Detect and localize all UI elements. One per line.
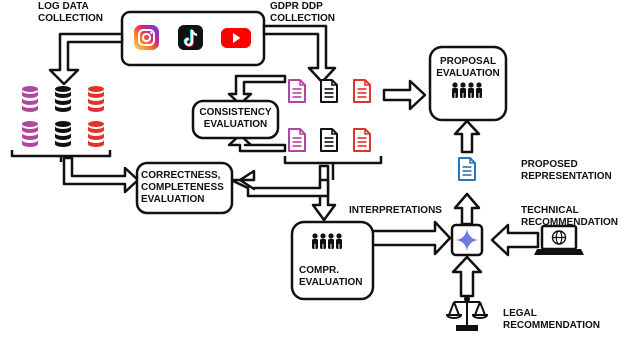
proposed-representation-label: PROPOSED REPRESENTATION: [521, 159, 612, 182]
laptop-globe-icon: [534, 224, 584, 255]
document-icon: [288, 79, 306, 103]
correctness-evaluation-box: [135, 161, 234, 215]
gdpr-ddp-collection-label: GDPR DDP COLLECTION: [270, 1, 335, 24]
technical-recommendation-label: TECHNICAL RECOMMENDATION: [521, 205, 619, 228]
proposal-evaluation-box: [428, 45, 508, 122]
youtube-icon: [221, 28, 251, 48]
proposal-evaluation-label: PROPOSAL EVALUATION: [436, 56, 500, 79]
arrow-correctness-to-interpretations: [229, 169, 330, 198]
tiktok-icon: [178, 25, 203, 50]
consistency-evaluation-label: CONSISTENCY EVALUATION: [199, 107, 272, 130]
proposed-representation-document-icon: [458, 157, 476, 181]
compr-evaluation-label: COMPR. EVALUATION: [299, 265, 363, 288]
arrow-gemini-to-document: [453, 192, 481, 226]
database-icon: [55, 86, 71, 112]
document-icon: [353, 79, 371, 103]
arrow-document-to-proposal: [453, 119, 481, 154]
database-icon: [88, 121, 104, 147]
log-database-group: [22, 86, 104, 147]
log-data-collection-label: LOG DATA COLLECTION: [38, 1, 103, 24]
document-icon: [320, 79, 338, 103]
gdpr-document-group: [288, 79, 371, 152]
gdpr-docs-bracket: [283, 156, 383, 168]
document-icon: [353, 128, 371, 152]
database-icon: [22, 86, 38, 112]
log-data-bracket: [10, 150, 112, 162]
gemini-ai-icon: [450, 223, 484, 257]
arrow-docs-to-consistency-top: [227, 74, 287, 106]
consistency-evaluation-box: [191, 99, 280, 140]
document-icon: [288, 128, 306, 152]
scales-of-justice-icon: [445, 296, 489, 331]
legal-recommendation-label: LEGAL RECOMMENDATION: [503, 308, 601, 331]
database-icon: [55, 121, 71, 147]
arrow-compr-to-gemini: [370, 220, 452, 256]
database-icon: [88, 86, 104, 112]
arrow-log-to-correctness: [62, 156, 140, 194]
correctness-completeness-evaluation-label: CORRECTNESS, COMPLETENESS EVALUATION: [141, 170, 224, 205]
document-icon: [320, 128, 338, 152]
arrow-legal-to-gemini: [451, 255, 483, 298]
database-icon: [22, 121, 38, 147]
instagram-icon: [134, 25, 159, 50]
arrow-to-log-data: [48, 32, 124, 86]
arrow-to-proposal-evaluation: [382, 79, 427, 111]
interpretations-label: INTERPRETATIONS: [349, 205, 442, 216]
arrow-technical-to-gemini: [490, 223, 540, 257]
arrow-to-gdpr-docs: [262, 24, 337, 84]
